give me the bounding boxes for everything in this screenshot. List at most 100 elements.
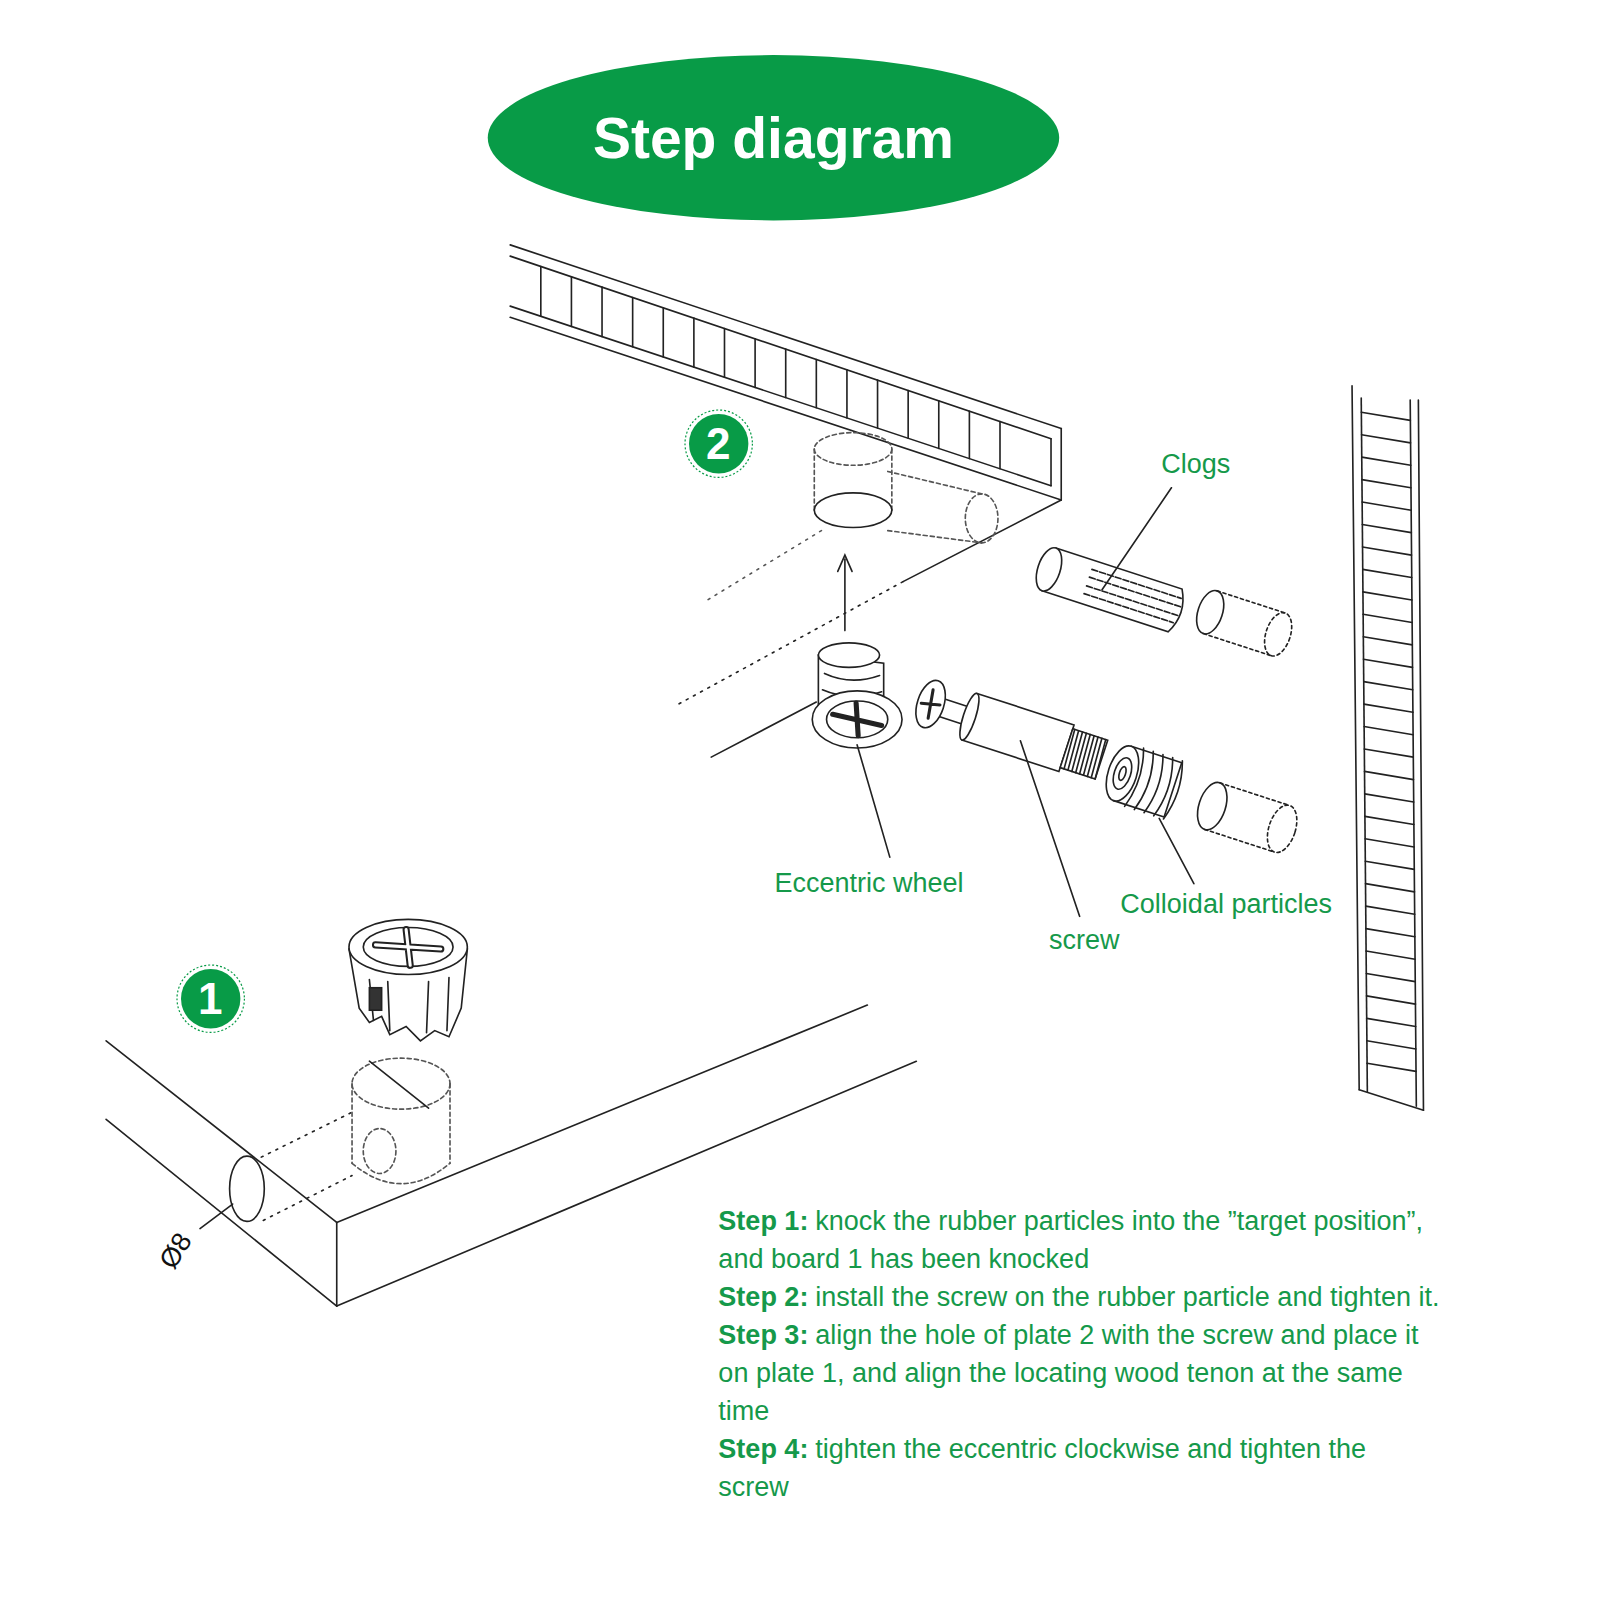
- side-panel-stroke-stroke: [1362, 524, 1411, 532]
- side-panel-stroke-stroke: [1365, 839, 1414, 847]
- dowel-part-stroke: [1042, 548, 1188, 634]
- upper-board-stroke-stroke: [785, 349, 787, 397]
- side-panel-stroke: [1361, 412, 1416, 1071]
- dowel-hole-stroke: [1192, 587, 1229, 637]
- step-heading: Step 2:: [718, 1282, 808, 1312]
- upper-board-stroke: [510, 245, 1061, 429]
- circle-fill: [181, 969, 240, 1028]
- side-panel-stroke: [1359, 1090, 1423, 1110]
- cam-hole-rim: [814, 493, 892, 528]
- insert-part-stroke-stroke: [1163, 761, 1187, 821]
- lower-board-stroke: [336, 1222, 338, 1306]
- insert-part-stroke: [1110, 755, 1136, 791]
- lower-board-stroke: [263, 1176, 352, 1221]
- insert-hole-stroke: [1262, 801, 1302, 856]
- step-number-circle: 1: [176, 964, 245, 1033]
- side-panel-stroke: [1410, 400, 1416, 1106]
- side-panel-stroke-stroke: [1367, 1041, 1416, 1049]
- leader-lines-stroke: [857, 745, 890, 857]
- insert-arrow-stroke: [844, 559, 846, 630]
- lower-board-stroke: [230, 1156, 265, 1221]
- side-panel-stroke-stroke: [1361, 412, 1410, 420]
- upper-board-stroke: [1060, 429, 1062, 500]
- eccentric-wheel-lower-stroke: [363, 928, 453, 967]
- step-paragraph: Step 4:tighten the eccentric clockwise a…: [718, 1430, 1440, 1506]
- step-paragraph: Step 2:install the screw on the rubber p…: [718, 1278, 1440, 1316]
- side-panel-stroke-stroke: [1362, 502, 1411, 510]
- side-panel-stroke-stroke: [1364, 749, 1413, 757]
- side-panel-stroke-stroke: [1363, 547, 1412, 555]
- eccentric-wheel-stroke: [812, 691, 902, 748]
- insert-part-stroke-stroke: [1144, 754, 1168, 814]
- circle-fill: [689, 414, 748, 473]
- cam-hole-upper-stroke: [813, 449, 815, 510]
- upper-board-stroke-stroke: [601, 287, 603, 336]
- upper-board-stroke-stroke: [632, 297, 634, 346]
- step-heading: Step 1:: [718, 1206, 808, 1236]
- callout-number: 2: [706, 419, 730, 469]
- screw-part-stroke: [956, 692, 983, 742]
- step-paragraph: Step 3:align the hole of plate 2 with th…: [718, 1316, 1440, 1430]
- cam-hole-lower: [352, 1058, 450, 1184]
- side-panel-stroke-stroke: [1362, 457, 1411, 465]
- upper-board-stroke-stroke: [571, 277, 573, 327]
- side-panel-stroke-stroke: [1362, 435, 1411, 443]
- eccentric-wheel-stroke: [818, 643, 879, 667]
- side-panel-stroke-stroke: [1362, 480, 1411, 488]
- cam-hole-lower-stroke: [351, 1084, 353, 1164]
- insert-arrow-stroke: [838, 555, 852, 571]
- side-panel-stroke-stroke: [1363, 614, 1412, 622]
- step-heading: Step 4:: [718, 1434, 808, 1464]
- upper-board-stroke-stroke: [907, 391, 909, 439]
- cam-hole-upper-stroke: [891, 449, 893, 510]
- upper-board-stroke-stroke: [724, 328, 726, 377]
- lower-board-stroke: [200, 1204, 233, 1228]
- cam-hole-upper-stroke: [704, 531, 821, 602]
- screw-part: [910, 677, 1109, 783]
- eccentric-wheel-stroke: [824, 673, 879, 680]
- upper-board-stroke-stroke: [938, 401, 940, 449]
- cam-hole-upper-stroke: [814, 433, 892, 466]
- step-note: tighten the eccentric clockwise and tigh…: [718, 1434, 1366, 1502]
- upper-board-stroke-stroke: [816, 360, 818, 408]
- side-panel-stroke-stroke: [1364, 682, 1413, 690]
- cam-hole-upper: [704, 433, 998, 602]
- upper-board-stroke-stroke: [969, 411, 971, 458]
- side-panel-stroke-stroke: [1364, 727, 1413, 735]
- side-panel-stroke-stroke: [1365, 771, 1414, 779]
- upper-board-stroke-stroke: [540, 266, 542, 316]
- side-panel-stroke: [1418, 400, 1423, 1110]
- eccentric-wheel-lower-stroke: [376, 930, 441, 966]
- upper-board-stroke-stroke: [877, 380, 879, 428]
- screw-part-stroke: [1060, 729, 1108, 779]
- insert-part: [1099, 740, 1187, 821]
- part-label: Eccentric wheel: [771, 868, 966, 899]
- insert-hole-stroke: [1192, 779, 1232, 834]
- lower-board-stroke: [106, 1119, 337, 1306]
- step-note: install the screw on the rubber particle…: [815, 1282, 1439, 1312]
- side-panel-stroke-stroke: [1367, 1063, 1416, 1071]
- cam-hole-lower-stroke: [363, 1129, 396, 1174]
- step-paragraph: Step 1:knock the rubber particles into t…: [718, 1202, 1440, 1278]
- side-panel-stroke-stroke: [1363, 637, 1412, 645]
- dowel-hole-stroke: [1203, 591, 1285, 656]
- eccentric-wheel-lower: [349, 919, 467, 1040]
- step-note: align the hole of plate 2 with the screw…: [718, 1320, 1418, 1426]
- upper-board-stroke-stroke: [846, 370, 848, 418]
- screw-part-stroke: [910, 677, 950, 732]
- step-heading: Step 3:: [718, 1320, 808, 1350]
- side-panel-stroke-stroke: [1366, 906, 1415, 914]
- circle-ring: [177, 965, 244, 1032]
- upper-board-stroke-stroke: [662, 308, 664, 357]
- side-panel-stroke-stroke: [1363, 569, 1412, 577]
- side-panel-stroke-stroke: [1366, 951, 1415, 959]
- part-label: Colloidal particles: [1117, 890, 1335, 921]
- circle-ring: [685, 410, 752, 477]
- cam-hole-lower-stroke: [449, 1084, 451, 1164]
- screw-part-stroke: [917, 688, 943, 721]
- step-note: knock the rubber particles into the ”tar…: [718, 1206, 1423, 1274]
- eccentric-wheel-lower-stroke: [369, 978, 449, 1033]
- eccentric-wheel-lower-stroke: [349, 919, 467, 974]
- dimension-label: Ø8: [151, 1225, 200, 1277]
